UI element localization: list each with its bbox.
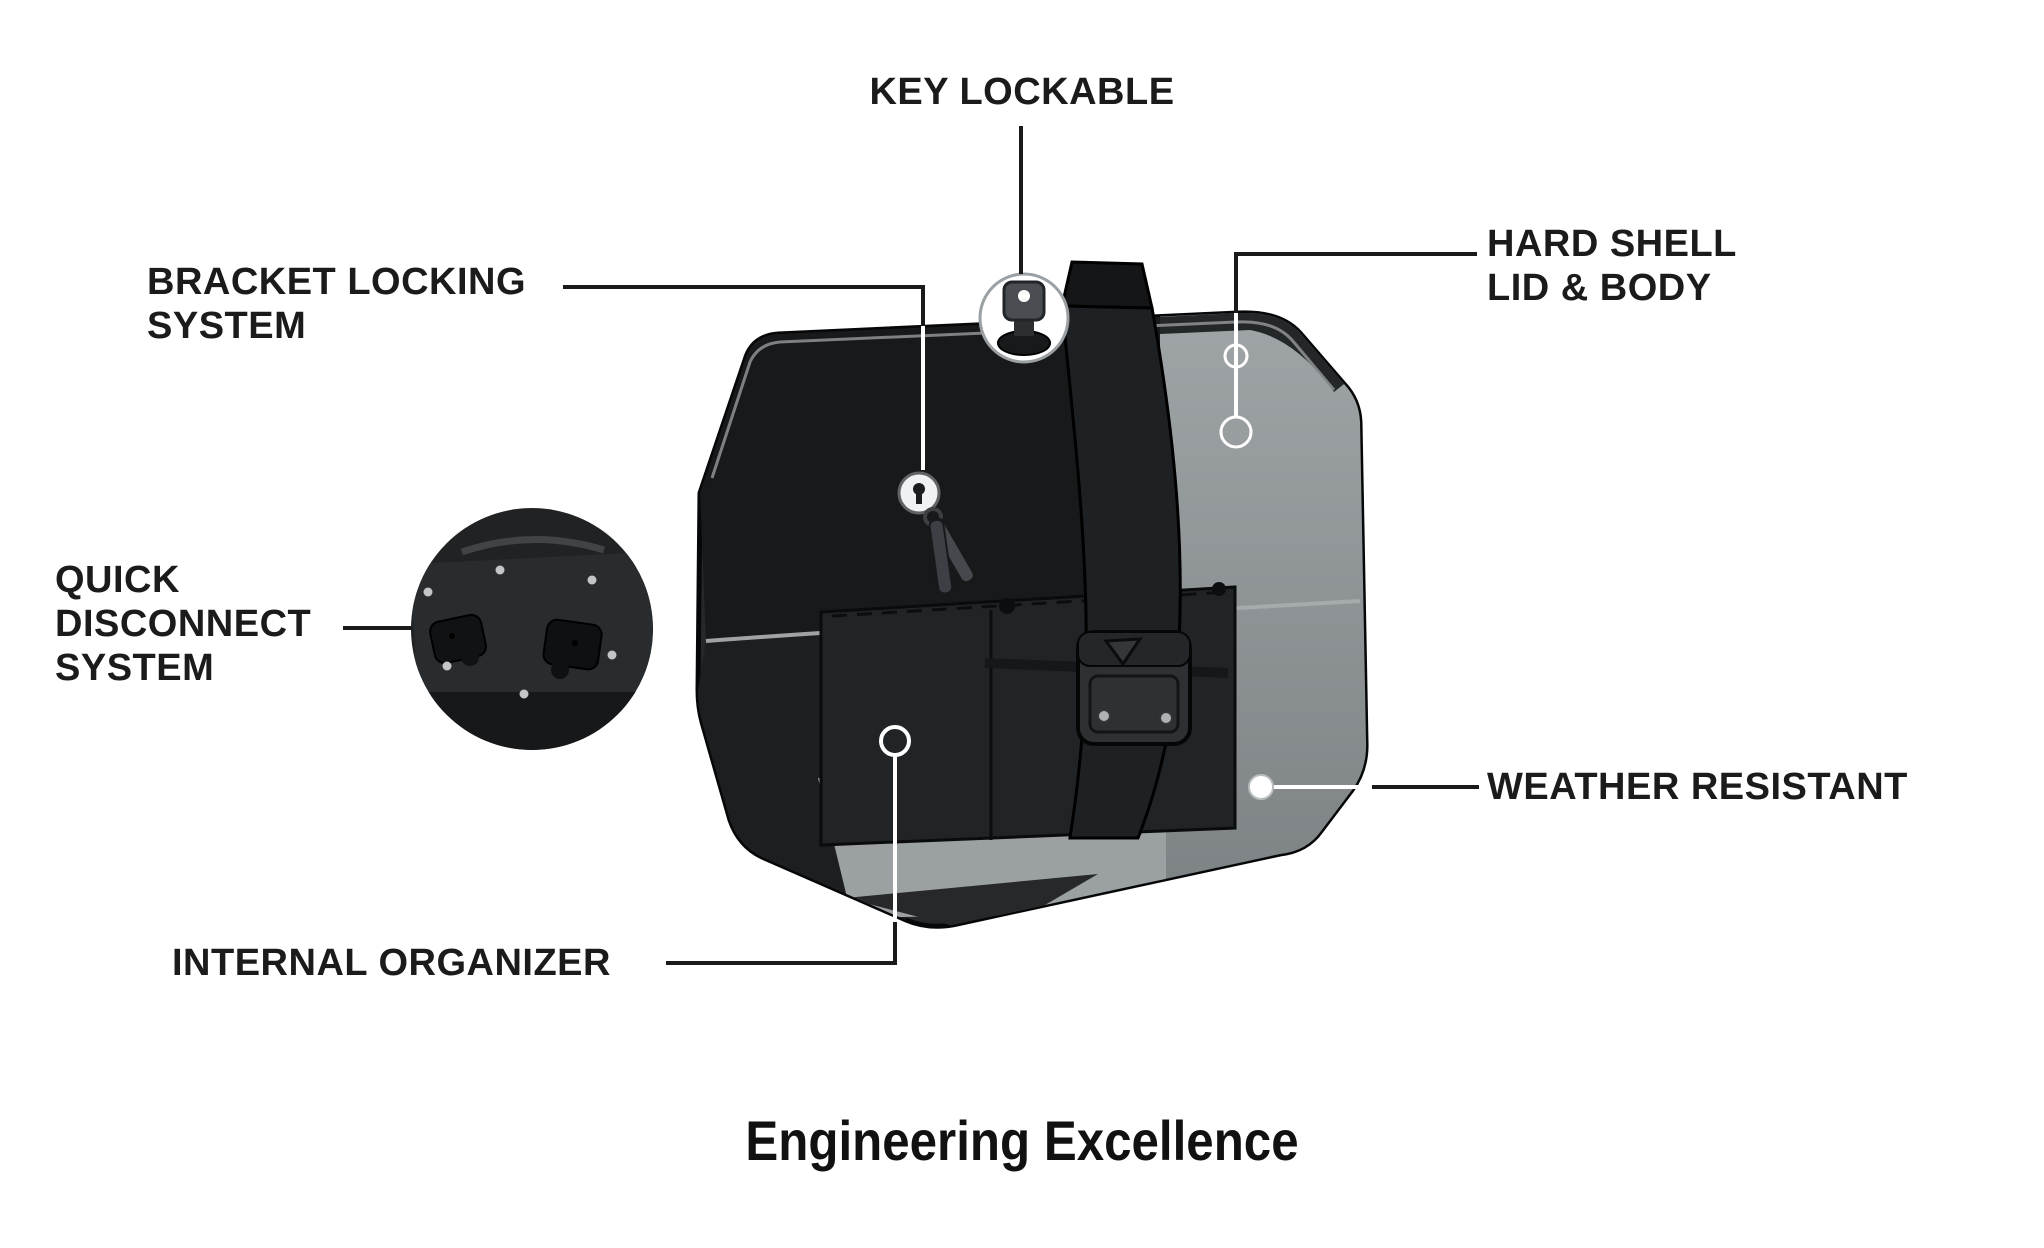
keys-icon bbox=[923, 507, 975, 595]
bottom-shadow-wedge bbox=[846, 874, 1098, 927]
label-quick-disconnect-line3: SYSTEM bbox=[55, 647, 215, 690]
callout-ring-hard-shell-small bbox=[1223, 343, 1249, 369]
callout-line-internal-organizer bbox=[666, 922, 897, 965]
label-quick-disconnect-line2: DISCONNECT bbox=[55, 603, 312, 646]
buckle-triangle-logo bbox=[1103, 637, 1143, 667]
callout-ring-hard-shell-large bbox=[1219, 415, 1253, 449]
rivet-dot bbox=[1212, 582, 1226, 596]
label-internal-organizer-text: INTERNAL ORGANIZER bbox=[172, 942, 611, 984]
label-hard-shell-line1: HARD SHELL bbox=[1487, 223, 1737, 265]
buckle bbox=[1076, 630, 1192, 746]
label-quick-disconnect-line1: QUICK bbox=[55, 559, 180, 601]
label-key-lockable-text: KEY LOCKABLE bbox=[869, 71, 1175, 113]
footer-title: Engineering Excellence bbox=[745, 1109, 1299, 1172]
label-bracket-locking-line2: SYSTEM bbox=[147, 305, 307, 348]
label-weather-resistant-text: WEATHER RESISTANT bbox=[1487, 766, 1908, 808]
saddlebag-illustration bbox=[695, 260, 1369, 929]
label-weather-resistant: WEATHER RESISTANT bbox=[1487, 765, 1908, 809]
label-bracket-locking-line1: BRACKET LOCKING bbox=[147, 261, 527, 303]
label-hard-shell: HARD SHELL LID & BODY bbox=[1487, 222, 1737, 310]
callout-dot-weather-resistant bbox=[1248, 774, 1274, 800]
label-bracket-locking: BRACKET LOCKING SYSTEM bbox=[147, 260, 526, 348]
label-hard-shell-line2: LID & BODY bbox=[1487, 267, 1712, 310]
label-internal-organizer: INTERNAL ORGANIZER bbox=[172, 941, 611, 985]
lid-rim bbox=[1160, 312, 1344, 392]
label-quick-disconnect: QUICK DISCONNECT SYSTEM bbox=[55, 558, 311, 690]
callout-ring-internal-organizer bbox=[879, 725, 911, 757]
keyhole-icon bbox=[897, 471, 941, 515]
callout-line-hard-shell bbox=[1234, 252, 1477, 313]
key-lock-icon bbox=[978, 272, 1070, 364]
callout-line-bracket-locking bbox=[563, 285, 925, 326]
quick-disconnect-inset bbox=[411, 508, 653, 750]
label-key-lockable: KEY LOCKABLE bbox=[840, 70, 1204, 114]
